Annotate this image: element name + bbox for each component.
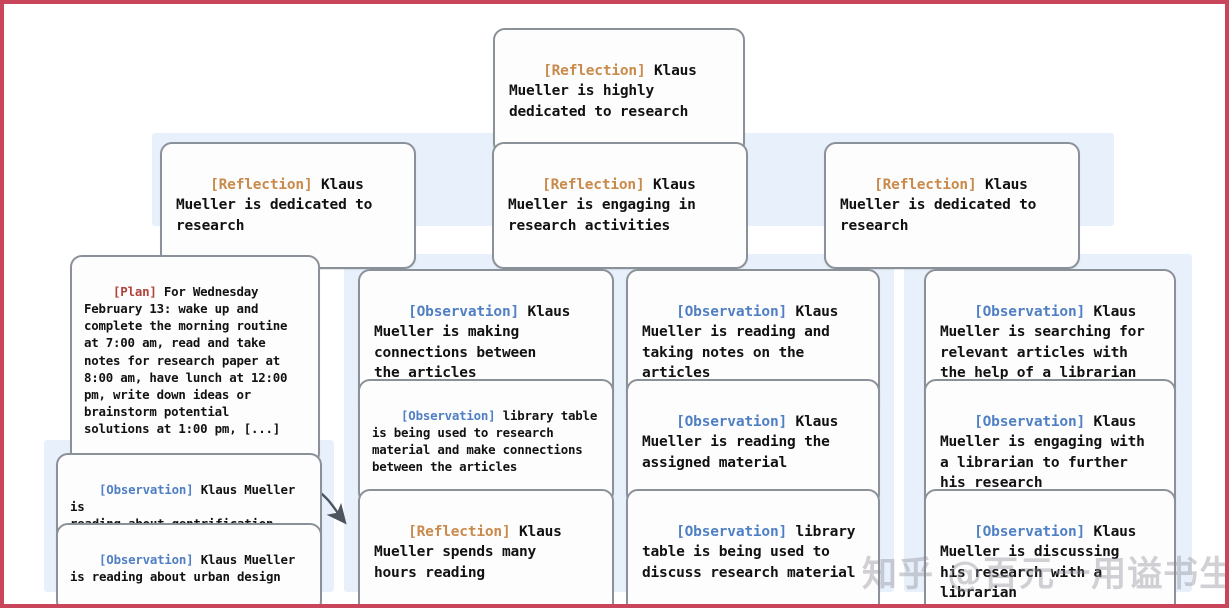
tag-reflection: [Reflection] [408,523,511,540]
node-text: Klaus Mueller is highly dedicated to res… [509,62,697,120]
node-text: Klaus Mueller is engaging in research ac… [508,176,696,234]
tag-reflection: [Reflection] [543,62,646,79]
node-text: library table is being used to discuss r… [642,523,856,581]
tag-observation: [Observation] [676,303,788,320]
tag-reflection: [Reflection] [542,176,645,193]
node-text: library table is being used to research … [372,408,598,475]
tag-reflection: [Reflection] [874,176,977,193]
node-text: Klaus Mueller spends many hours reading [374,523,562,581]
tag-reflection: [Reflection] [210,176,313,193]
node-mid-left-observation-2[interactable]: [Observation] library table is being use… [358,379,614,504]
node-reflection-mid[interactable]: [Reflection] Klaus Mueller is engaging i… [492,142,748,269]
node-text: For Wednesday February 13: wake up and c… [84,284,288,436]
tag-observation: [Observation] [974,303,1086,320]
tag-observation: [Observation] [401,408,496,424]
node-text: Klaus Mueller is dedicated to research [840,176,1037,234]
node-text: Klaus Mueller is making connections betw… [374,303,571,382]
node-mid-right-observation-2[interactable]: [Observation] Klaus Mueller is reading t… [626,379,880,506]
node-left-observation-2[interactable]: [Observation] Klaus Mueller is reading a… [56,523,322,604]
tag-observation: [Observation] [99,552,194,568]
tag-observation: [Observation] [676,523,788,540]
tag-observation: [Observation] [974,413,1086,430]
node-text: Klaus Mueller is discussing his research… [940,523,1137,602]
node-right-observation-3[interactable]: [Observation] Klaus Mueller is discussin… [924,489,1176,604]
node-text: Klaus Mueller is reading about urban des… [70,552,296,585]
node-plan[interactable]: [Plan] For Wednesday February 13: wake u… [70,255,320,466]
node-text: Klaus Mueller is engaging with a librari… [940,413,1145,492]
node-mid-left-reflection[interactable]: [Reflection] Klaus Mueller spends many h… [358,489,614,604]
node-text: Klaus Mueller is reading and taking note… [642,303,839,382]
tag-plan: [Plan] [113,284,157,300]
node-text: Klaus Mueller is dedicated to research [176,176,373,234]
tag-observation: [Observation] [408,303,520,320]
node-reflection-left[interactable]: [Reflection] Klaus Mueller is dedicated … [160,142,416,269]
node-top-reflection[interactable]: [Reflection] Klaus Mueller is highly ded… [493,28,745,155]
node-mid-right-observation-3[interactable]: [Observation] library table is being use… [626,489,880,604]
tag-observation: [Observation] [99,482,194,498]
tag-observation: [Observation] [676,413,788,430]
node-text: Klaus Mueller is reading the assigned ma… [642,413,839,471]
node-reflection-right[interactable]: [Reflection] Klaus Mueller is dedicated … [824,142,1080,269]
node-text: Klaus Mueller is searching for relevant … [940,303,1145,382]
tag-observation: [Observation] [974,523,1086,540]
